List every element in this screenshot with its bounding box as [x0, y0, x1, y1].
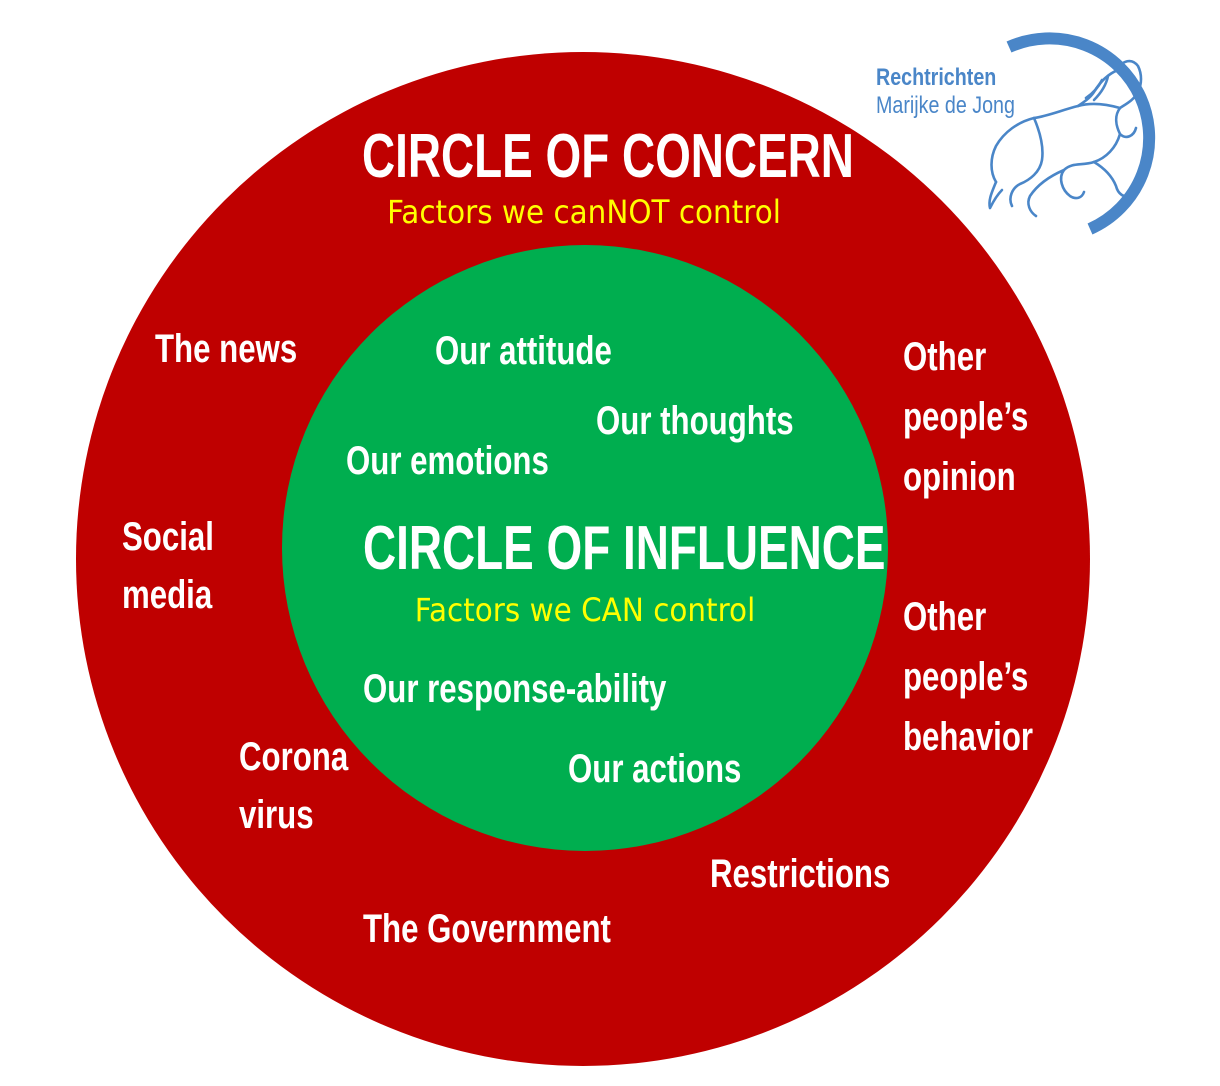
influence-item-our-response-ability: Our response-ability	[363, 667, 667, 711]
concern-item-restrictions: Restrictions	[710, 852, 891, 896]
logo-text-author: Marijke de Jong	[876, 92, 1015, 119]
concern-subtitle: Factors we canNOT control	[387, 193, 781, 231]
concern-item-others-opinion-line3: opinion	[903, 455, 1016, 499]
concern-item-others-behavior-line2: people’s	[903, 655, 1029, 699]
concern-item-the-news: The news	[155, 327, 298, 371]
logo-text-brand: Rechtrichten	[876, 64, 997, 91]
concern-item-corona-virus-line2: virus	[239, 793, 314, 837]
influence-item-our-emotions: Our emotions	[346, 439, 549, 483]
influence-item-our-attitude: Our attitude	[435, 329, 612, 373]
influence-item-our-thoughts: Our thoughts	[596, 399, 794, 443]
concern-item-others-behavior-line3: behavior	[903, 715, 1034, 759]
horse-icon	[988, 59, 1143, 218]
influence-item-our-actions: Our actions	[568, 747, 742, 791]
concern-item-social-media-line1: Social	[122, 515, 214, 559]
influence-subtitle: Factors we CAN control	[414, 591, 756, 629]
concern-item-corona-virus-line1: Corona	[239, 735, 349, 779]
concern-title: CIRCLE OF CONCERN	[362, 122, 854, 191]
concern-item-others-opinion-line2: people’s	[903, 395, 1029, 439]
influence-title: CIRCLE OF INFLUENCE	[363, 514, 886, 583]
concern-item-others-behavior-line1: Other	[903, 595, 987, 639]
concern-item-social-media-line2: media	[122, 573, 213, 617]
circle-of-influence	[282, 245, 888, 851]
concern-item-the-government: The Government	[363, 907, 611, 951]
concern-item-others-opinion-line1: Other	[903, 335, 987, 379]
